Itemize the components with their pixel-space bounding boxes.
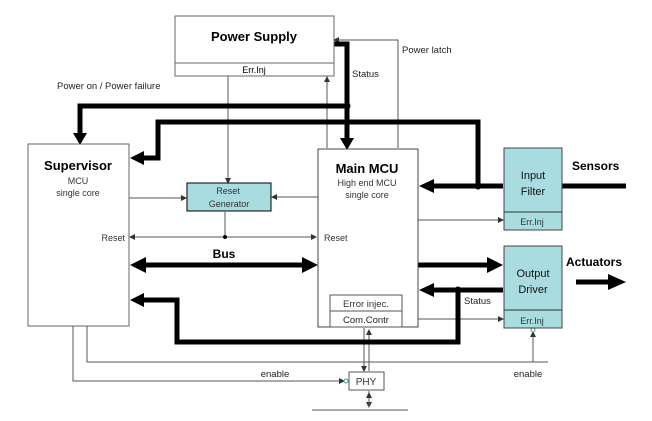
enable-inverter-bubble-phy xyxy=(343,378,349,384)
input-filter-block[interactable]: Input Filter Err.Inj xyxy=(503,147,563,231)
enable-right-label: enable xyxy=(514,369,543,380)
junction-dot xyxy=(343,102,351,110)
output-driver-line2: Driver xyxy=(518,284,548,296)
power-supply-title: Power Supply xyxy=(211,29,298,44)
power-on-failure-label: Power on / Power failure xyxy=(57,81,161,92)
reset-generator-line1: Reset xyxy=(216,186,240,196)
main-mcu-title: Main MCU xyxy=(336,161,399,176)
main-mcu-block[interactable]: Main MCU High end MCU single core Reset … xyxy=(317,148,419,328)
arrow-to-mcu-status xyxy=(340,138,354,150)
input-filter-line1: Input xyxy=(521,170,545,182)
supervisor-title: Supervisor xyxy=(44,158,112,173)
junction-dot xyxy=(474,182,482,190)
output-driver-line1: Output xyxy=(516,268,549,280)
supervisor-enable-right-line xyxy=(86,326,548,363)
error-injec-label: Error injec. xyxy=(343,299,389,310)
reset-generator-block[interactable]: Reset Generator xyxy=(186,182,272,212)
output-driver-block[interactable]: Output Driver Err.Inj xyxy=(503,245,563,329)
power-supply-errinj: Err.Inj xyxy=(242,65,266,75)
enable-left-label: enable xyxy=(261,369,290,380)
arrow-to-mcu-input xyxy=(419,179,434,193)
enable-inverter-bubble-output xyxy=(530,327,536,333)
main-mcu-line1: High end MCU xyxy=(337,178,396,188)
arrow-to-output-driver xyxy=(487,257,503,273)
arrow-bus-right xyxy=(302,257,318,273)
supervisor-line1: MCU xyxy=(68,176,89,186)
power-latch-line xyxy=(333,37,399,148)
input-filter-errinj: Err.Inj xyxy=(520,217,544,227)
main-mcu-line2: single core xyxy=(345,190,389,200)
output-driver-errinj: Err.Inj xyxy=(520,316,544,326)
supervisor-reset-label: Reset xyxy=(101,233,125,243)
phy-block[interactable]: PHY xyxy=(348,371,385,391)
arrow-bus-left xyxy=(130,257,146,273)
supervisor-enable-phy-line xyxy=(72,326,345,384)
bus-label: Bus xyxy=(213,247,236,261)
arrow-to-supervisor-status xyxy=(130,293,144,307)
com-contr-label: Com.Contr xyxy=(343,315,389,326)
status-line xyxy=(334,41,350,142)
sensors-label: Sensors xyxy=(572,159,620,173)
phy-label: PHY xyxy=(356,377,377,388)
thin-connections xyxy=(72,37,548,411)
reset-generator-line2: Generator xyxy=(209,199,250,209)
input-filter-line2: Filter xyxy=(521,186,546,198)
power-failure-line xyxy=(77,103,347,135)
actuators-label: Actuators xyxy=(566,255,622,269)
arrow-to-mcu-status-bottom xyxy=(419,283,434,297)
main-mcu-reset-label: Reset xyxy=(324,233,348,243)
thick-connections xyxy=(77,41,626,345)
supervisor-block[interactable]: Supervisor MCU single core Reset xyxy=(27,143,130,327)
power-latch-label: Power latch xyxy=(402,45,452,56)
arrow-to-supervisor-power xyxy=(73,133,87,145)
output-status-to-supervisor-line xyxy=(143,290,461,345)
supervisor-line2: single core xyxy=(56,188,100,198)
arrow-actuators xyxy=(608,274,626,290)
status-bottom-label: Status xyxy=(464,296,491,307)
power-supply-block[interactable]: Power Supply Err.Inj xyxy=(174,15,335,77)
input-to-supervisor-line xyxy=(143,119,481,186)
junction-dot xyxy=(454,286,462,294)
status-top-label: Status xyxy=(352,69,379,80)
arrow-to-supervisor-input xyxy=(130,151,144,165)
